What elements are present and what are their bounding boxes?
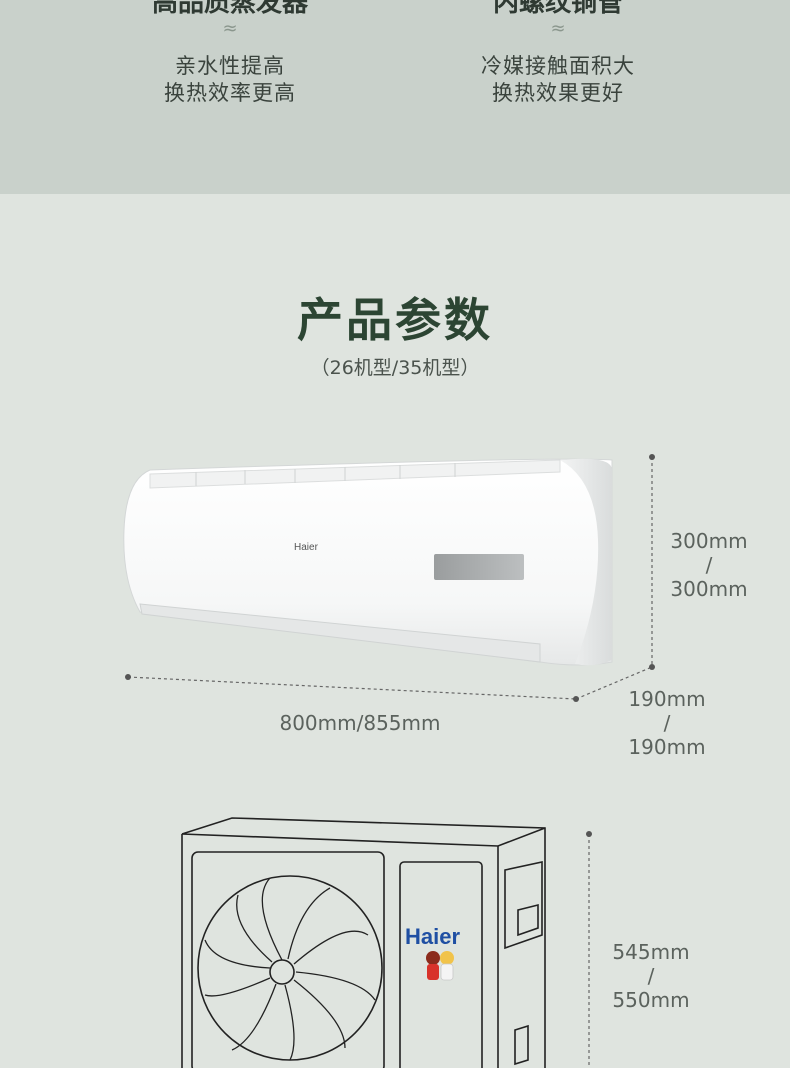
indoor-unit: [123, 458, 613, 666]
mascot-icon: [426, 951, 454, 981]
indoor-brand-logo: Haier: [294, 542, 318, 553]
feature-line: 亲水性提高: [175, 54, 285, 78]
dim-value: 300mm: [670, 577, 748, 601]
dim-value: 545mm: [612, 940, 690, 964]
dim-value: 190mm: [628, 735, 706, 759]
fan-blades: [204, 877, 376, 1061]
dim-value: 300mm: [670, 529, 748, 553]
wave-icon: ≈: [222, 18, 238, 39]
indoor-width-label: 800mm/855mm: [279, 711, 441, 735]
dim-separator: /: [663, 711, 671, 735]
feature-line: 换热效率更高: [164, 81, 296, 105]
section-title: 产品参数: [297, 293, 493, 347]
outdoor-unit: [181, 817, 546, 1068]
indoor-dimension-lines: [127, 457, 653, 700]
feature-title: 高品质蒸发器: [151, 0, 308, 18]
feature-line: 换热效果更好: [492, 81, 624, 105]
dim-value: 550mm: [612, 988, 690, 1012]
dim-separator: /: [705, 553, 713, 577]
section-subtitle: （26机型/35机型）: [310, 357, 480, 379]
indoor-depth-label: 190mm / 190mm: [622, 687, 712, 759]
features-band: [0, 0, 790, 194]
display-panel: [434, 554, 524, 580]
feature-title: 内螺纹铜管: [492, 0, 623, 18]
outdoor-brand-logo: Haier: [405, 924, 461, 949]
dim-separator: /: [647, 964, 655, 988]
wave-icon: ≈: [550, 18, 566, 39]
indoor-height-label: 300mm / 300mm: [664, 529, 754, 601]
outdoor-height-label: 545mm / 550mm: [606, 940, 696, 1012]
feature-line: 冷媒接触面积大: [481, 54, 635, 78]
dim-value: 190mm: [628, 687, 706, 711]
